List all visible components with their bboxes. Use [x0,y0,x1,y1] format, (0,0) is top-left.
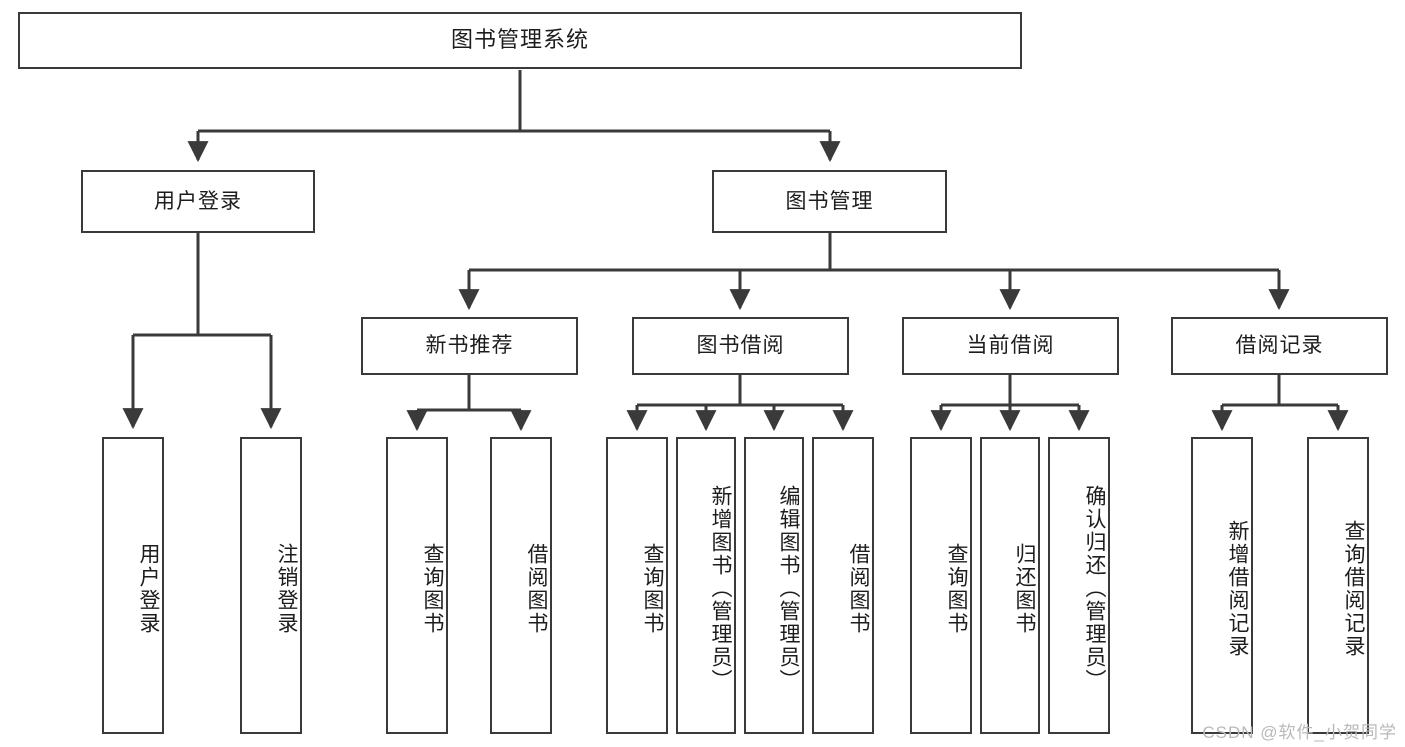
node-label: 查询借阅记录 [1342,519,1365,658]
node-book-manage[interactable]: 图书管理 [712,170,947,233]
node-label: 归还图书 [1013,542,1036,635]
node-label: 借阅记录 [1235,334,1324,358]
node-label: 注销登录 [275,542,298,635]
node-borrow-record[interactable]: 借阅记录 [1171,317,1388,375]
node-leaf-query-book-1[interactable]: 查询图书 [386,437,448,734]
node-root-system[interactable]: 图书管理系统 [18,12,1022,69]
node-label: 查询图书 [641,542,664,635]
node-label: 新增借阅记录 [1226,519,1249,658]
node-label: 查询图书 [945,542,968,635]
node-leaf-add-book[interactable]: 新增图书（管理员） [676,437,736,734]
node-user-login[interactable]: 用户登录 [81,170,315,233]
node-leaf-borrow-book-2[interactable]: 借阅图书 [812,437,874,734]
node-leaf-confirm-return[interactable]: 确认归还（管理员） [1048,437,1110,734]
node-leaf-edit-book[interactable]: 编辑图书（管理员） [744,437,804,734]
node-label: 新书推荐 [425,334,514,358]
node-book-borrow[interactable]: 图书借阅 [632,317,849,375]
node-label: 借阅图书 [525,542,548,635]
node-current-borrow[interactable]: 当前借阅 [902,317,1119,375]
node-label: 用户登录 [154,189,242,213]
node-leaf-logout[interactable]: 注销登录 [240,437,302,734]
node-leaf-borrow-book-1[interactable]: 借阅图书 [490,437,552,734]
node-label: 图书管理系统 [450,27,589,53]
node-label: 用户登录 [137,542,160,635]
node-leaf-user-login[interactable]: 用户登录 [102,437,164,734]
node-label: 编辑图书（管理员） [777,485,800,692]
node-leaf-add-record[interactable]: 新增借阅记录 [1191,437,1253,734]
node-label: 查询图书 [421,542,444,635]
csdn-watermark: CSDN @软件_小贺同学 [1202,723,1397,742]
node-label: 确认归还（管理员） [1083,485,1106,692]
node-label: 图书管理 [785,189,874,213]
node-leaf-query-book-3[interactable]: 查询图书 [910,437,972,734]
node-leaf-query-record[interactable]: 查询借阅记录 [1307,437,1369,734]
node-leaf-query-book-2[interactable]: 查询图书 [606,437,668,734]
node-label: 新增图书（管理员） [709,485,732,692]
node-new-book-recommend[interactable]: 新书推荐 [361,317,578,375]
node-label: 图书借阅 [696,334,785,358]
node-label: 当前借阅 [966,334,1055,358]
node-label: 借阅图书 [847,542,870,635]
node-leaf-return-book[interactable]: 归还图书 [980,437,1040,734]
